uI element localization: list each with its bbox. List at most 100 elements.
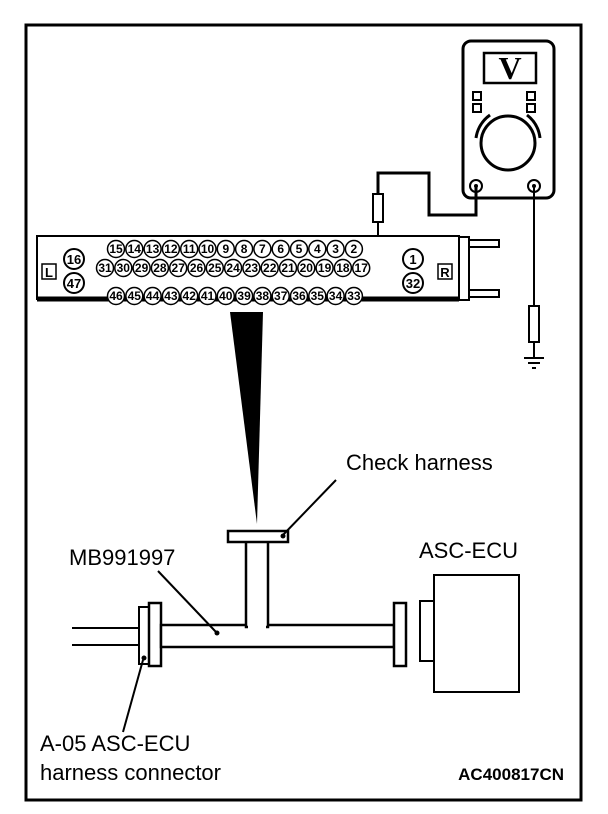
pin-label: 30 <box>117 261 131 275</box>
pin-label: 29 <box>135 261 149 275</box>
mb991997-main-tube <box>159 623 396 649</box>
pin-circle <box>271 239 290 259</box>
pin-label: 35 <box>311 289 325 303</box>
leader-mb991997 <box>157 570 217 633</box>
leader-dot <box>214 630 220 636</box>
pin-label: 2 <box>351 242 358 256</box>
pin-circle <box>326 286 345 306</box>
harness-assembly <box>72 529 520 693</box>
pin-circle <box>351 258 371 278</box>
ecu-connector-stub <box>419 600 435 662</box>
pin-circle <box>106 239 126 259</box>
connector-latch-top <box>468 239 500 248</box>
pin-label: 45 <box>128 289 142 303</box>
pin-label: 43 <box>164 289 178 303</box>
pin-label: 42 <box>183 289 197 303</box>
leader-dot <box>141 655 147 661</box>
pin-circle <box>187 258 206 278</box>
pin-label: 13 <box>146 242 160 256</box>
pin-label: 19 <box>318 261 332 275</box>
connector-left-label: L <box>45 265 53 280</box>
leader-check-harness <box>281 479 337 537</box>
pin-circle <box>242 258 261 278</box>
leader-harness-connector <box>122 659 144 733</box>
pin-circle <box>297 258 316 278</box>
pin-circle <box>125 239 144 259</box>
pin-label: 28 <box>153 261 167 275</box>
pin-circle <box>150 258 170 278</box>
pin-circle <box>271 286 290 306</box>
pin-label: 20 <box>300 261 314 275</box>
figure-code: AC400817CN <box>458 765 564 784</box>
pin-label: 25 <box>208 261 222 275</box>
pin-circle <box>198 286 217 306</box>
pin-circle <box>161 239 181 259</box>
pin-label: 40 <box>219 289 233 303</box>
harness-connector-flange <box>147 601 163 668</box>
pin-label: 15 <box>109 242 123 256</box>
pin-circle <box>216 286 236 306</box>
positive-probe <box>372 193 384 223</box>
pin-label: 41 <box>201 289 215 303</box>
pin-circle <box>402 272 424 294</box>
pin-label: 11 <box>183 242 196 256</box>
connector-left-mark <box>41 263 57 280</box>
pin-circle <box>179 239 199 259</box>
pin-circle <box>315 258 334 278</box>
view-pointer <box>230 312 263 524</box>
pin-label: 6 <box>277 242 284 256</box>
meter-mode-square <box>526 103 536 113</box>
pin-circle <box>179 286 199 306</box>
voltmeter-display <box>482 51 538 85</box>
pin-circle <box>63 248 85 270</box>
pin-label: 4 <box>314 242 321 256</box>
pin-label: 33 <box>347 289 361 303</box>
voltmeter-dial <box>479 114 537 172</box>
asc-ecu-box <box>433 574 520 693</box>
pin-label: 38 <box>256 289 270 303</box>
mb991997-riser <box>244 535 270 629</box>
pin-label: 47 <box>67 276 81 291</box>
connector-guide <box>458 236 470 301</box>
pin-circle <box>289 239 309 259</box>
pin-circle <box>106 286 126 306</box>
pin-label: 32 <box>406 276 420 291</box>
pin-circle <box>278 258 298 278</box>
pin-label: 3 <box>332 242 339 256</box>
meter-mode-square <box>472 91 482 101</box>
pin-circle <box>223 258 243 278</box>
pin-circle <box>198 239 217 259</box>
connector-right-mark <box>437 263 453 280</box>
check-harness-bar <box>226 529 290 544</box>
pin-circle <box>95 258 115 278</box>
harness-connector-label-line2: harness connector <box>40 760 221 785</box>
tool-number-label: MB991997 <box>69 545 175 570</box>
connector-latch-bottom <box>468 289 500 298</box>
pin-circle <box>132 258 151 278</box>
ecu-label: ASC-ECU <box>419 538 518 563</box>
negative-probe <box>528 305 540 343</box>
pin-label: 10 <box>201 242 215 256</box>
pin-circle <box>168 258 188 278</box>
pin-circle <box>402 248 424 270</box>
pin-label: 8 <box>241 242 248 256</box>
positive-test-lead <box>376 171 478 217</box>
pin-label: 22 <box>263 261 277 275</box>
pin-circle <box>114 258 133 278</box>
pin-label: 17 <box>355 261 369 275</box>
pin-label: 1 <box>409 252 416 267</box>
pin-label: 26 <box>190 261 204 275</box>
voltmeter: V <box>461 39 556 200</box>
meter-mode-square <box>526 91 536 101</box>
pin-label: 39 <box>237 289 251 303</box>
connector-right-label: R <box>440 265 450 280</box>
pin-circle <box>289 286 309 306</box>
voltmeter-symbol: V <box>498 50 521 86</box>
pin-circle <box>308 239 327 259</box>
pin-label: 21 <box>281 261 295 275</box>
pin-circle <box>161 286 181 306</box>
pin-label: 23 <box>245 261 259 275</box>
pin-label: 9 <box>222 242 229 256</box>
pin-label: 14 <box>128 242 142 256</box>
